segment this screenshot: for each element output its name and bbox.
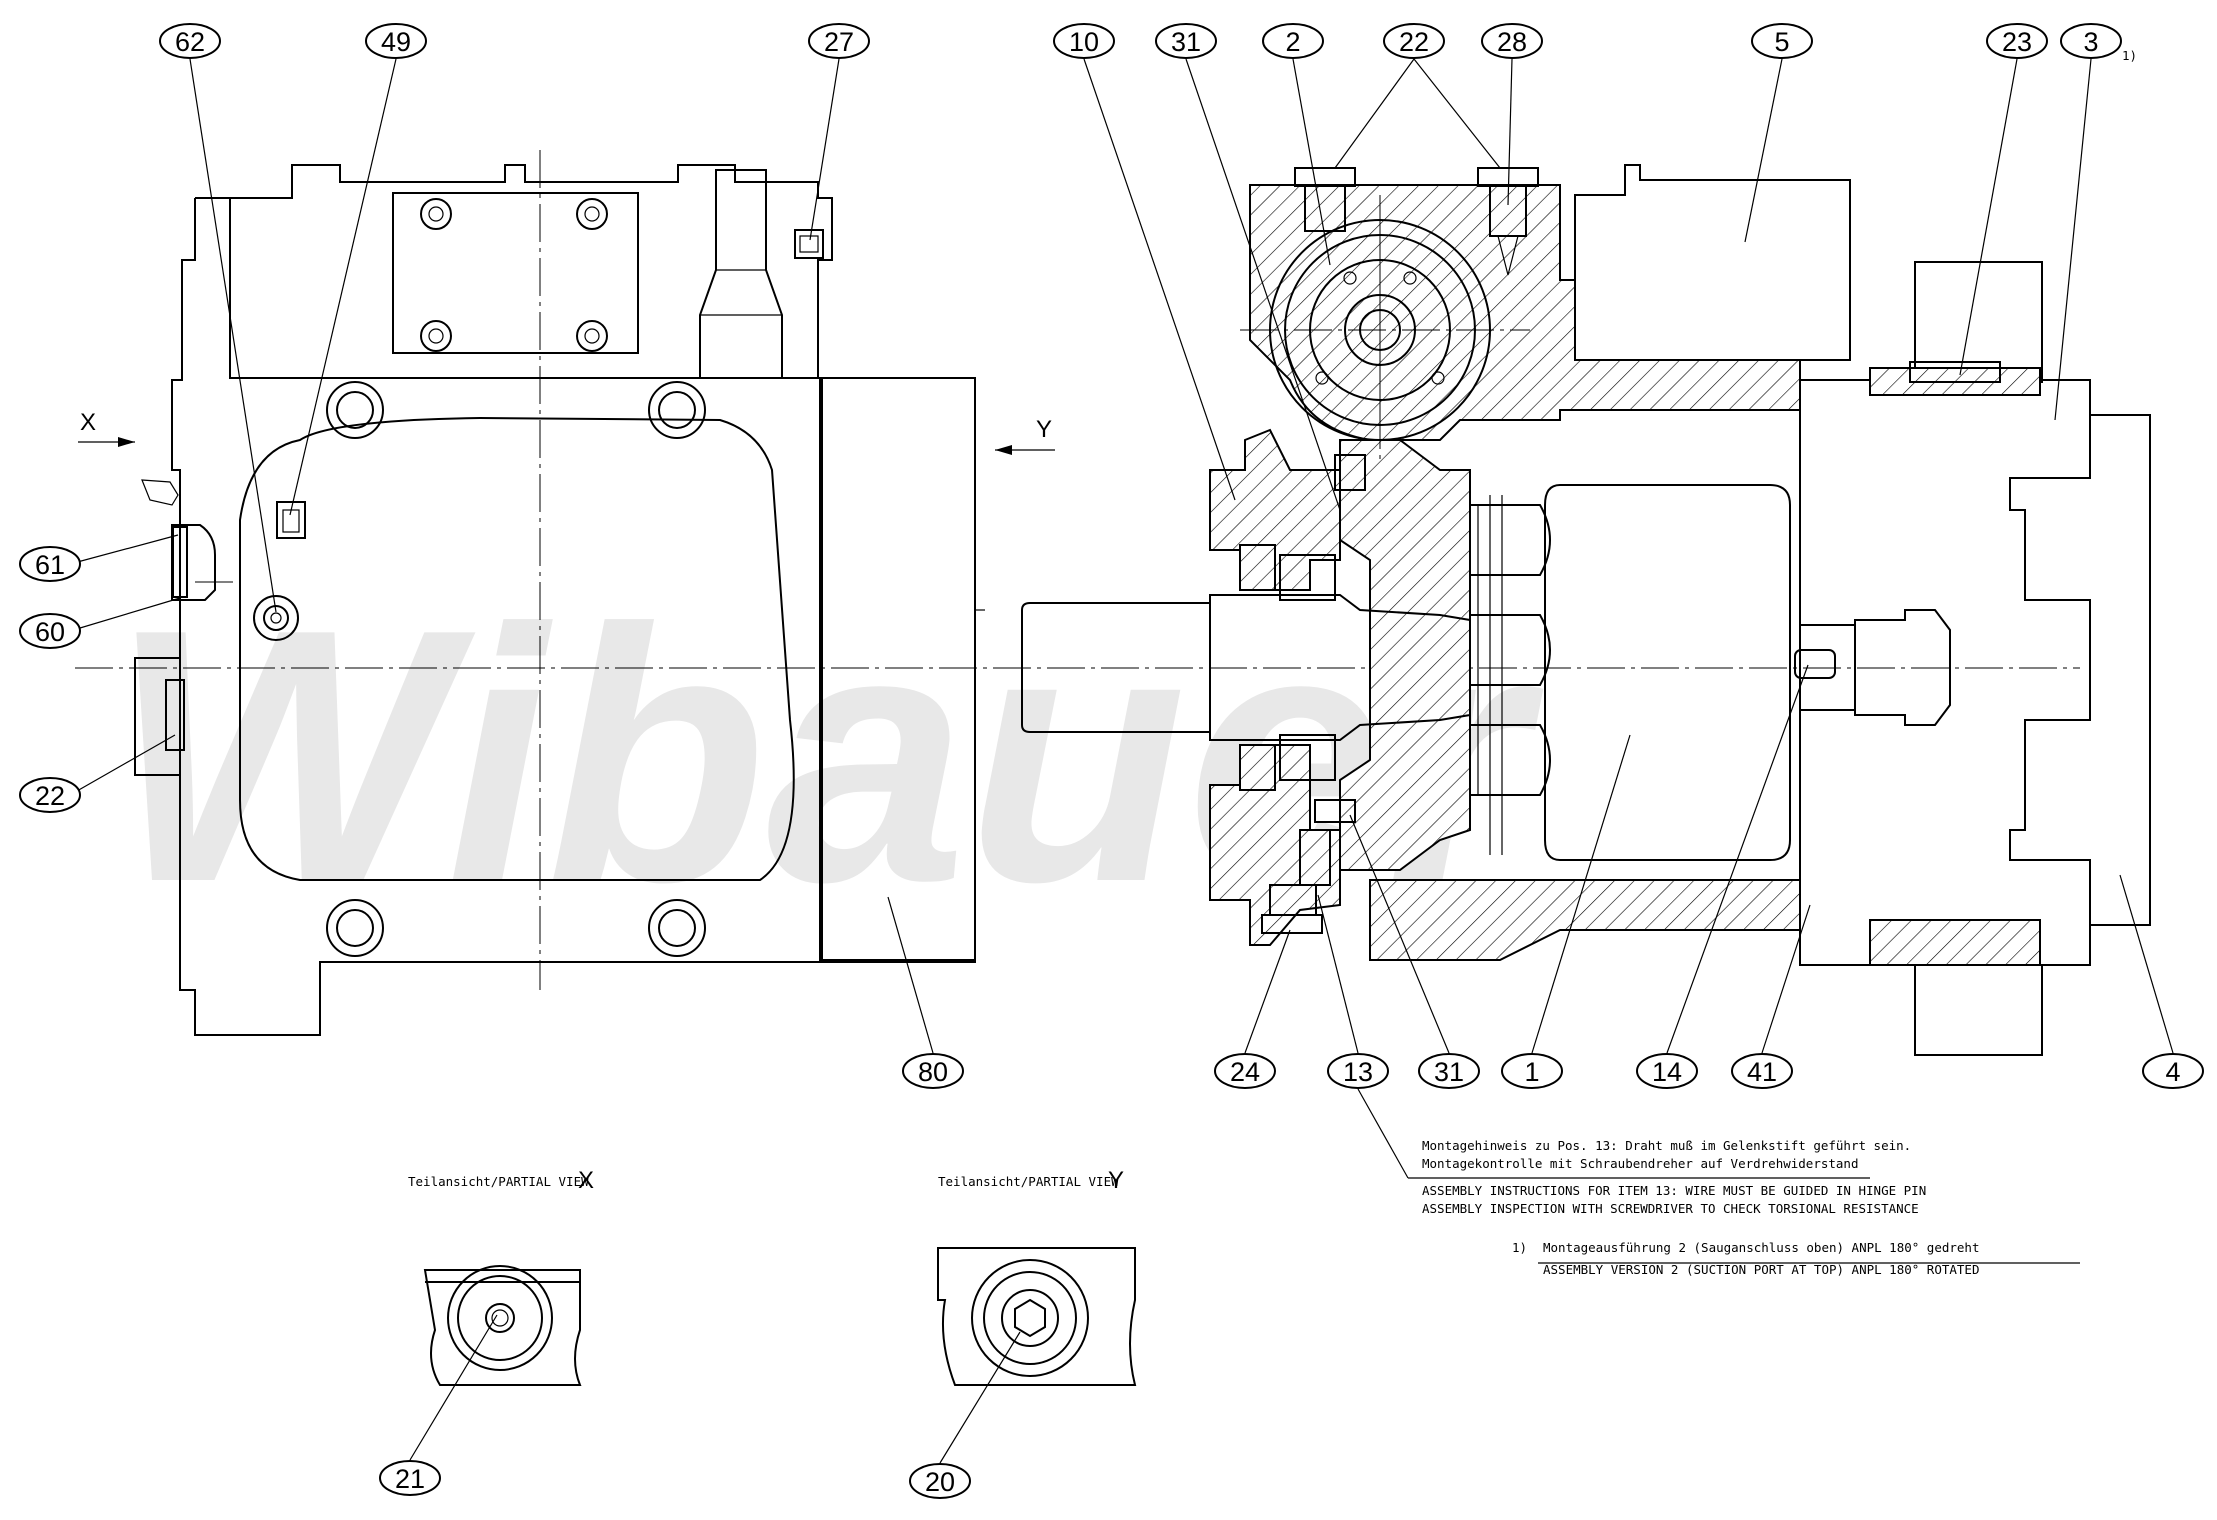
leader-lines <box>69 58 2174 1464</box>
top-plate-bolts <box>420 198 608 352</box>
callout-bubble <box>909 1463 971 1499</box>
callout-bubble <box>1053 23 1115 59</box>
callout-bubble <box>1751 23 1813 59</box>
callout-c61: 61 <box>19 546 81 582</box>
callout-bubble <box>1155 23 1217 59</box>
callout-c24: 24 <box>1214 1053 1276 1089</box>
footnote-de: Montageausführung 2 (Sauganschluss oben)… <box>1543 1240 1980 1255</box>
note-de-1: Montagehinweis zu Pos. 13: Draht muß im … <box>1422 1138 1911 1153</box>
footnote-en: ASSEMBLY VERSION 2 (SUCTION PORT AT TOP)… <box>1543 1262 1980 1277</box>
callout-label: 27 <box>824 27 854 57</box>
callout-label: 2 <box>1285 27 1300 57</box>
callout-c22a: 22 <box>1383 23 1445 59</box>
callout-label: 23 <box>2002 27 2032 57</box>
callout-c20: 20 <box>909 1463 971 1499</box>
svg-text:X: X <box>80 409 96 436</box>
callout-label: 4 <box>2165 1057 2180 1087</box>
view-arrow-y: Y <box>995 416 1055 455</box>
partial-view-x-letter: X <box>578 1167 594 1194</box>
callout-bubble <box>1383 23 1445 59</box>
callout-label: 62 <box>175 27 205 57</box>
callout-bubble <box>1214 1053 1276 1089</box>
callout-bubble <box>1636 1053 1698 1089</box>
callout-c5: 5 <box>1751 23 1813 59</box>
pistons <box>1469 495 1551 855</box>
callout-c80: 80 <box>902 1053 964 1089</box>
callout-c13: 13 <box>1327 1053 1389 1089</box>
callout-label: 22 <box>35 781 65 811</box>
callout-c31a: 31 <box>1155 23 1217 59</box>
callout-bubble <box>1418 1053 1480 1089</box>
partial-view-y: Teilansicht/PARTIAL VIEW Y <box>937 1167 1137 1386</box>
callout-label: 49 <box>381 27 411 57</box>
callout-bubble <box>19 546 81 582</box>
callout-c22b: 22 <box>19 777 81 813</box>
callout-c41: 41 <box>1731 1053 1793 1089</box>
callout-bubble <box>2142 1053 2204 1089</box>
callout-bubble <box>1262 23 1324 59</box>
note-de-2: Montagekontrolle mit Schraubendreher auf… <box>1422 1156 1859 1171</box>
callout-label: 20 <box>925 1467 955 1497</box>
callout-bubble <box>1481 23 1543 59</box>
callout-label: 41 <box>1747 1057 1777 1087</box>
svg-text:Y: Y <box>1036 416 1052 443</box>
callout-label: 1 <box>1524 1057 1539 1087</box>
callout-bubble <box>1986 23 2048 59</box>
assembly-notes: Montagehinweis zu Pos. 13: Draht muß im … <box>1357 1088 2080 1277</box>
note-en-2: ASSEMBLY INSPECTION WITH SCREWDRIVER TO … <box>1422 1201 1919 1216</box>
callout-c62: 62 <box>159 23 221 59</box>
callout-label: 14 <box>1652 1057 1682 1087</box>
callout-bubble <box>19 613 81 649</box>
callout-label: 10 <box>1069 27 1099 57</box>
callout-bubble <box>1501 1053 1563 1089</box>
callout-c21: 21 <box>379 1460 441 1496</box>
callout-bubble <box>19 777 81 813</box>
callout-c27: 27 <box>808 23 870 59</box>
callout-c4: 4 <box>2142 1053 2204 1089</box>
partial-view-y-title: Teilansicht/PARTIAL VIEW <box>938 1174 1119 1189</box>
footnote-marker: 1) <box>2122 48 2137 63</box>
callout-c3: 3 <box>2060 23 2122 59</box>
callout-bubble <box>159 23 221 59</box>
callout-c49: 49 <box>365 23 427 59</box>
footnote-number: 1) <box>1512 1240 1527 1255</box>
callout-bubble <box>365 23 427 59</box>
note-en-1: ASSEMBLY INSTRUCTIONS FOR ITEM 13: WIRE … <box>1422 1183 1926 1198</box>
callout-c14: 14 <box>1636 1053 1698 1089</box>
partial-view-x: Teilansicht/PARTIAL VIEW X <box>408 1167 594 1386</box>
callout-label: 60 <box>35 617 65 647</box>
callout-c2: 2 <box>1262 23 1324 59</box>
callout-c31b: 31 <box>1418 1053 1480 1089</box>
callout-bubble <box>379 1460 441 1496</box>
partial-view-x-title: Teilansicht/PARTIAL VIEW <box>408 1174 589 1189</box>
callout-label: 5 <box>1774 27 1789 57</box>
section-view <box>1021 164 2151 1056</box>
callout-bubble <box>2060 23 2122 59</box>
callout-bubble <box>902 1053 964 1089</box>
callout-label: 13 <box>1343 1057 1373 1087</box>
cover-bolts <box>326 381 706 957</box>
callout-label: 21 <box>395 1464 425 1494</box>
callout-label: 80 <box>918 1057 948 1087</box>
callout-label: 61 <box>35 550 65 580</box>
callout-c23: 23 <box>1986 23 2048 59</box>
callout-bubble <box>1731 1053 1793 1089</box>
callout-label: 31 <box>1434 1057 1464 1087</box>
partial-view-y-letter: Y <box>1108 1167 1124 1194</box>
callout-bubble <box>808 23 870 59</box>
callout-bubble <box>1327 1053 1389 1089</box>
callout-label: 24 <box>1230 1057 1260 1087</box>
callout-label: 3 <box>2083 27 2098 57</box>
callout-label: 22 <box>1399 27 1429 57</box>
callout-c10: 10 <box>1053 23 1115 59</box>
view-arrow-x: X <box>78 409 135 447</box>
callout-label: 31 <box>1171 27 1201 57</box>
callout-c28: 28 <box>1481 23 1543 59</box>
callout-c60: 60 <box>19 613 81 649</box>
callout-c1: 1 <box>1501 1053 1563 1089</box>
callout-label: 28 <box>1497 27 1527 57</box>
left-view: X Y <box>75 150 2080 1036</box>
